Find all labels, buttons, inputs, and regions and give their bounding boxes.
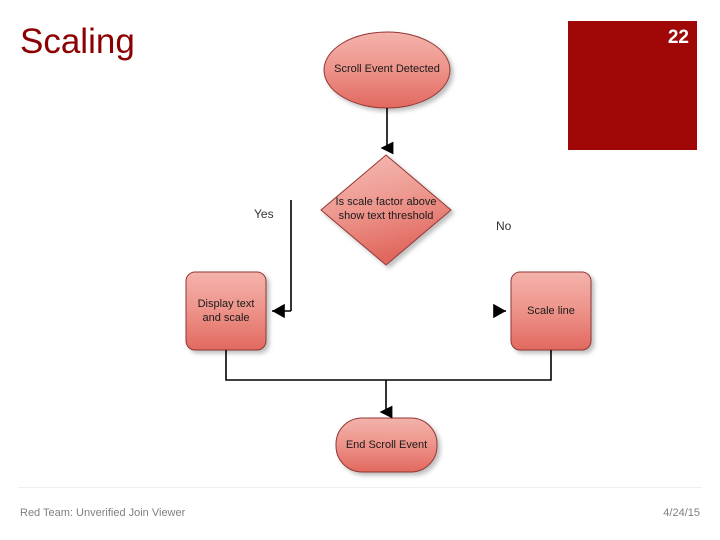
page-title: Scaling	[20, 22, 135, 61]
edge-scale-end	[386, 350, 552, 381]
edge-label-no: No	[496, 219, 512, 233]
page-number-block: 22	[568, 21, 697, 150]
footer-divider	[18, 487, 702, 488]
edge-display-end	[225, 350, 386, 381]
footer-left-text: Red Team: Unverified Join Viewer	[20, 507, 186, 519]
node-scale	[510, 271, 592, 351]
page-number: 22	[667, 27, 689, 48]
node-start	[323, 31, 451, 109]
node-display	[185, 271, 267, 351]
node-end	[335, 417, 438, 473]
edge-label-yes: Yes	[254, 207, 274, 221]
node-decision	[320, 154, 452, 266]
footer-right-date: 4/24/15	[663, 507, 700, 519]
